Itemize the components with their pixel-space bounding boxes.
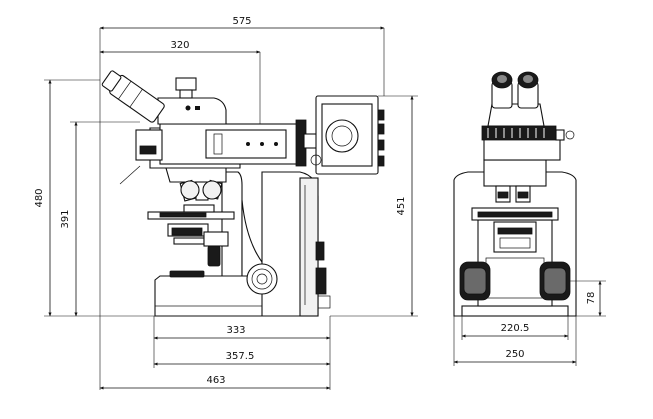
dim-357-5: 357.5 bbox=[226, 351, 255, 362]
dim-451: 451 bbox=[396, 196, 407, 215]
dim-391: 391 bbox=[60, 209, 71, 228]
dim-333: 333 bbox=[226, 325, 245, 336]
trinocular-head bbox=[157, 97, 227, 125]
lamp-house bbox=[310, 95, 385, 175]
dim-320: 320 bbox=[170, 40, 189, 51]
dim-575: 575 bbox=[232, 16, 251, 27]
front-view-microscope bbox=[453, 71, 577, 317]
nosepiece bbox=[165, 167, 227, 183]
side-arm bbox=[221, 171, 243, 277]
front-dimensions: 220.5 250 78 bbox=[453, 280, 606, 366]
filter-turret bbox=[481, 125, 557, 141]
dim-480: 480 bbox=[34, 188, 45, 207]
dim-78: 78 bbox=[586, 292, 597, 305]
focus-knob bbox=[246, 263, 278, 295]
side-dimensions: 575 320 480 391 451 333 357.5 463 bbox=[34, 16, 418, 390]
dim-220-5: 220.5 bbox=[501, 323, 530, 334]
dim-463: 463 bbox=[206, 375, 225, 386]
side-view-microscope bbox=[101, 70, 331, 317]
dim-250: 250 bbox=[505, 349, 524, 360]
